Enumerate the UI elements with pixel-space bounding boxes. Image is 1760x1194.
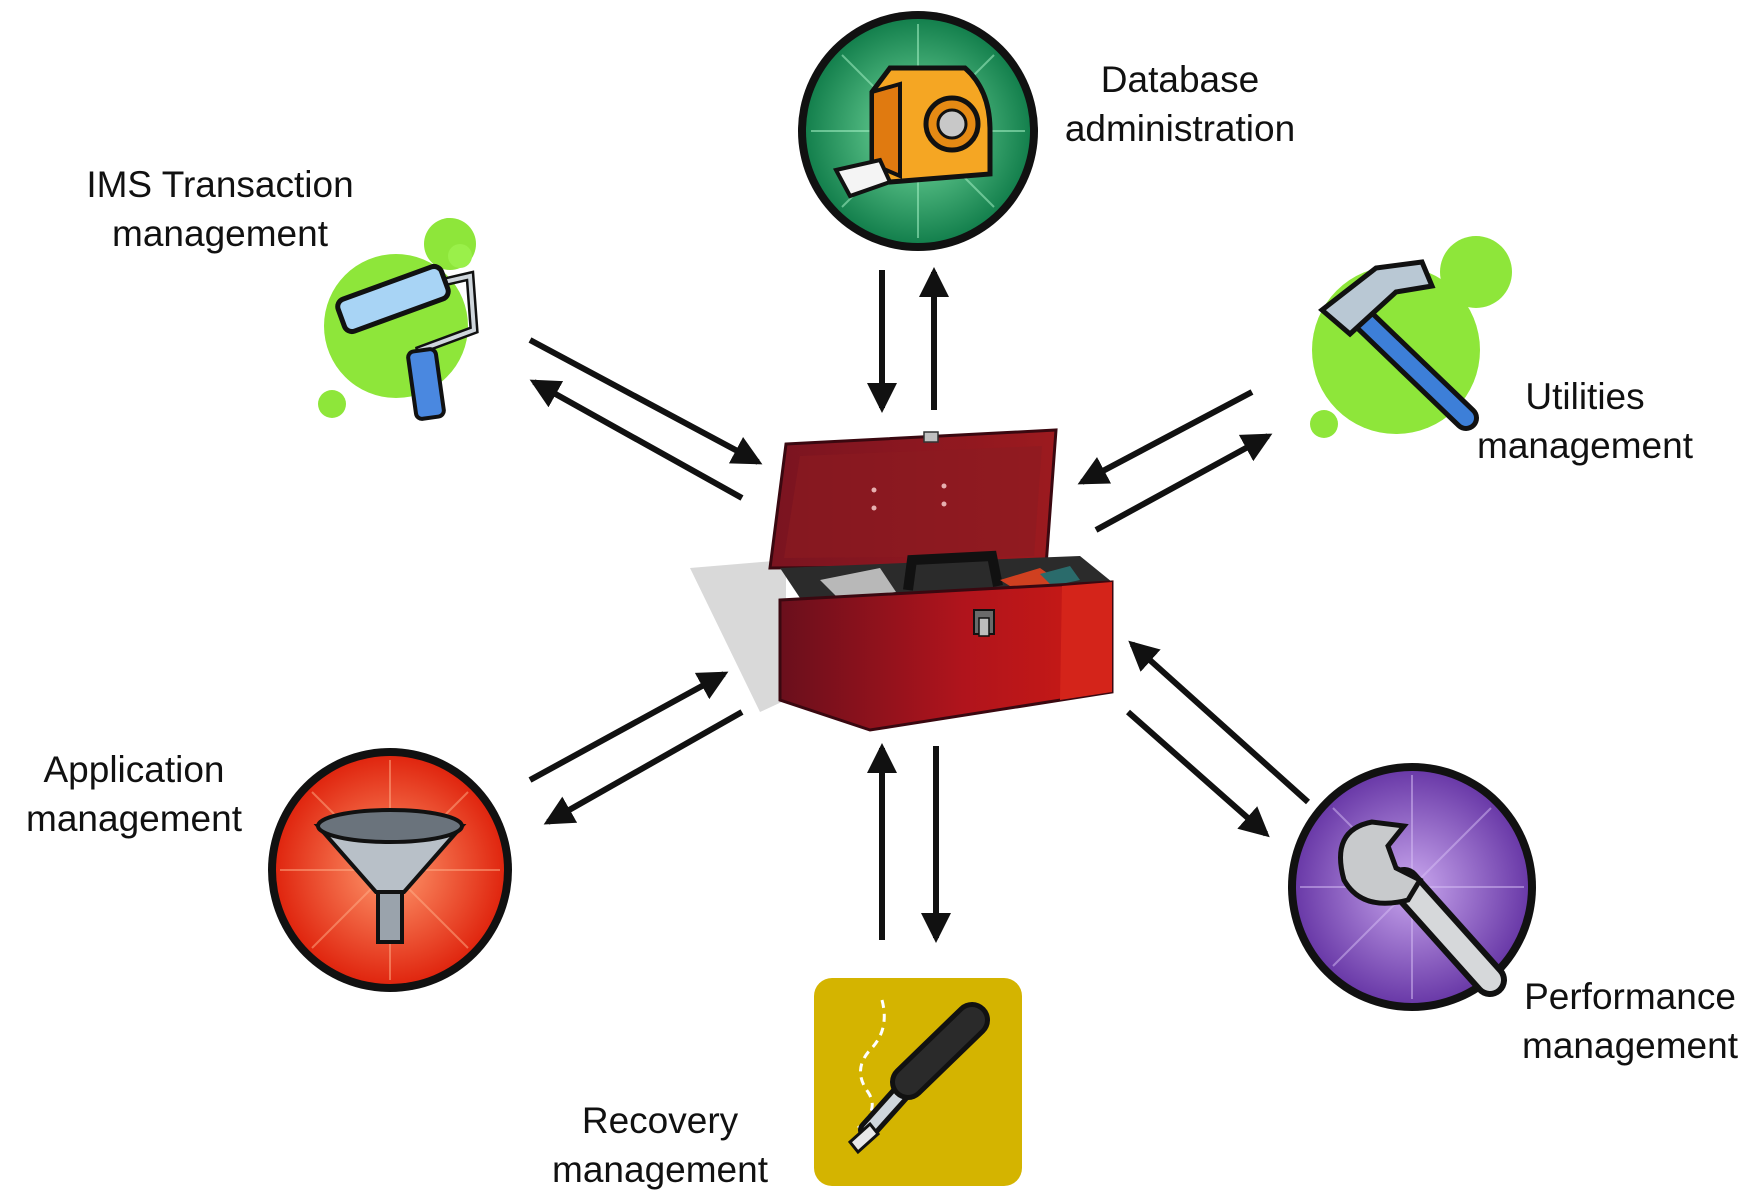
node-label-database-line2: administration xyxy=(1064,108,1296,149)
arrow-application-to-toolbox xyxy=(528,671,729,783)
node-label-recovery-line1: Recovery xyxy=(581,1100,739,1141)
node-label-ims-transaction: IMS Transaction management xyxy=(60,160,380,258)
wrench-icon xyxy=(1288,763,1536,1011)
arrow-toolbox-to-ims xyxy=(529,379,744,501)
arrow-utilities-to-toolbox xyxy=(1077,389,1254,485)
node-label-utilities-line2: management xyxy=(1477,425,1693,466)
paint-roller-icon xyxy=(318,218,479,421)
node-label-recovery-line2: management xyxy=(552,1149,768,1190)
toolbox-icon xyxy=(690,428,1114,732)
node-label-application-line2: management xyxy=(26,798,242,839)
arrow-toolbox-to-utilities xyxy=(1094,433,1273,533)
connector-arrows xyxy=(528,267,1311,943)
arrow-toolbox-to-performance xyxy=(1126,709,1270,838)
node-label-performance: Performance management xyxy=(1500,972,1760,1070)
node-label-utilities: Utilities management xyxy=(1450,372,1720,470)
node-label-application: Application management xyxy=(4,745,264,843)
node-label-ims-transaction-line1: IMS Transaction xyxy=(86,164,354,205)
node-label-performance-line1: Performance xyxy=(1524,976,1736,1017)
node-label-database-line1: Database xyxy=(1100,59,1260,100)
arrow-ims-to-toolbox xyxy=(528,337,763,465)
arrow-performance-to-toolbox xyxy=(1128,640,1311,805)
node-label-database: Database administration xyxy=(1040,55,1320,153)
screwdriver-icon xyxy=(814,978,1022,1186)
node-label-ims-transaction-line2: management xyxy=(112,213,328,254)
node-label-recovery: Recovery management xyxy=(530,1096,790,1194)
node-label-utilities-line1: Utilities xyxy=(1525,376,1645,417)
arrow-toolbox-to-application xyxy=(543,709,744,825)
node-label-application-line1: Application xyxy=(43,749,225,790)
hammer-icon xyxy=(1310,236,1512,438)
tape-measure-icon xyxy=(798,11,1038,251)
node-label-performance-line2: management xyxy=(1522,1025,1738,1066)
funnel-icon xyxy=(268,748,512,992)
